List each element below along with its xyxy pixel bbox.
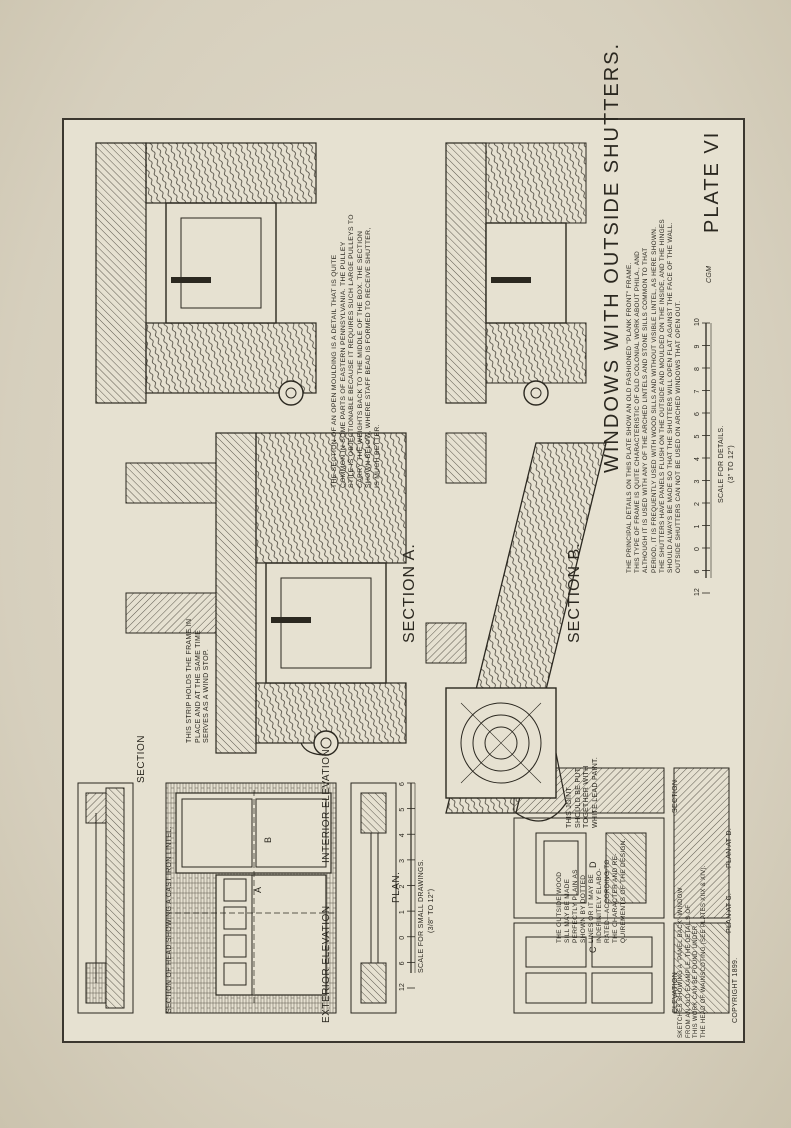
scale-details-tick-label: 8	[694, 367, 701, 371]
small-plan	[350, 782, 397, 1014]
plan-label: PLAN.	[391, 871, 402, 903]
scale-details-tick-label: 1	[694, 525, 701, 529]
scale-small-tick-label: 2	[399, 885, 406, 889]
scale-small-tick-label: 5	[399, 808, 406, 812]
scale-details-tick-label: 12	[694, 588, 701, 596]
principal-note: THE PRINCIPAL DETAILS ON THIS PLATE SHOW…	[626, 219, 683, 573]
section-b-label: SECTION B.	[566, 542, 583, 643]
scale-small-ratio: (3/8" TO 12")	[428, 888, 435, 933]
joint-note: THIS JOINT SHOULD BE PUT TOGETHER WITH W…	[566, 756, 599, 828]
scale-details-tick-label: 2	[694, 502, 701, 506]
scale-details-tick-label: 5	[694, 435, 701, 439]
scale-details-tick-label: 7	[694, 390, 701, 394]
strip-note: THIS STRIP HOLDS THE FRAME IN PLACE AND …	[186, 618, 210, 743]
interior-elevation-label: INTERIOR ELEVATION	[321, 748, 332, 863]
monogram: CGM	[706, 265, 713, 283]
exterior-interior-elevation	[165, 782, 337, 1014]
cut-letter-c: C	[588, 946, 598, 953]
scale-bar-small	[410, 783, 416, 973]
copyright: COPYRIGHT 1899.	[732, 957, 739, 1023]
plan-at-d-label: PLAN AT D.	[726, 827, 733, 868]
small-section	[77, 782, 134, 1014]
scale-bar-details	[705, 323, 712, 578]
scale-details-tick-label: 9	[694, 345, 701, 349]
cut-letter-d: D	[588, 861, 598, 868]
section-a-label: SECTION A.	[401, 543, 418, 643]
sill-note: THE OUTSIDE WOOD SILL MAY BE MADE PERFEC…	[556, 838, 627, 943]
box-section-note: THE SECTION OF AN OPEN MOULDING IS A DET…	[331, 214, 381, 488]
scale-small-title: SCALE FOR SMALL DRAWINGS.	[418, 859, 425, 973]
scale-details-ratio: (3" TO 12")	[728, 445, 735, 483]
scale-details-tick-label: 4	[694, 457, 701, 461]
plan-at-c-label: PLAN AT C.	[726, 892, 733, 933]
cut-letter-a: A	[253, 887, 263, 893]
exterior-elevation-label: EXTERIOR ELEVATION	[321, 905, 332, 1023]
box-frame-detail	[95, 142, 317, 406]
staff-bead-detail	[445, 142, 587, 406]
scale-details-tick-label: 3	[694, 480, 701, 484]
scale-small-tick-label: 6	[399, 961, 406, 965]
scale-small-tick-label: 3	[399, 859, 406, 863]
plate-title: WINDOWS WITH OUTSIDE SHUTTERS.	[601, 41, 623, 473]
scale-small-tick-label: 1	[399, 910, 406, 914]
scale-details-title: SCALE FOR DETAILS.	[718, 425, 725, 503]
head-section-note: SECTION OF HEAD SHOWING A CAST IRON LINT…	[166, 826, 173, 1013]
scale-small-tick-label: 4	[399, 833, 406, 837]
scale-details-tick-label: 6	[694, 412, 701, 416]
sketches-note: SKETCHES SHOWING A "PANEL BACK" WINDOW F…	[678, 865, 707, 1038]
section-label: SECTION	[136, 735, 147, 783]
plate-number: PLATE VI	[701, 130, 723, 233]
scale-small-tick-label: 0	[399, 936, 406, 940]
section-small-label: SECTION	[672, 779, 679, 813]
section-b-drawing	[425, 432, 607, 822]
section-a-drawing	[125, 432, 407, 756]
scale-details-tick-label: 0	[694, 547, 701, 551]
cut-letter-b: B	[263, 837, 273, 843]
scale-small-tick-label: 12	[399, 983, 406, 991]
scale-details-tick-label: 10	[694, 318, 701, 326]
panel-back-sketches	[513, 767, 730, 1014]
scale-small-tick-label: 6	[399, 782, 406, 786]
scale-details-tick-label: 6	[694, 570, 701, 574]
